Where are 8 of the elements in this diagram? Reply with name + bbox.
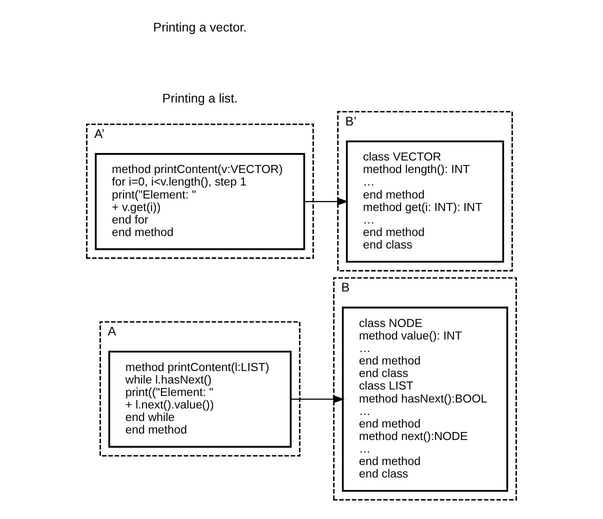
label: Printing a list. [162,91,238,106]
arrow [290,395,345,404]
node-box: class VECTOR method length(): INT … end method method get(i: INT): INT … end method end class [346,140,504,263]
node-box: class NODE method value(): INT … end method end class class LIST method hasNext():BOOL … end method method next():NODE … end method end class [342,306,508,492]
node-box: method printContent(l:LIST) while l.hasNext() print(("Element: " + l.next().value()) end while end method [108,350,292,448]
label: Printing a vector. [153,20,247,34]
node-box: method printContent(v:VECTOR) for i=0, i<v.length(), step 1 print("Element: " + v.get(i)) end for end method [94,153,306,250]
arrow [304,198,348,206]
